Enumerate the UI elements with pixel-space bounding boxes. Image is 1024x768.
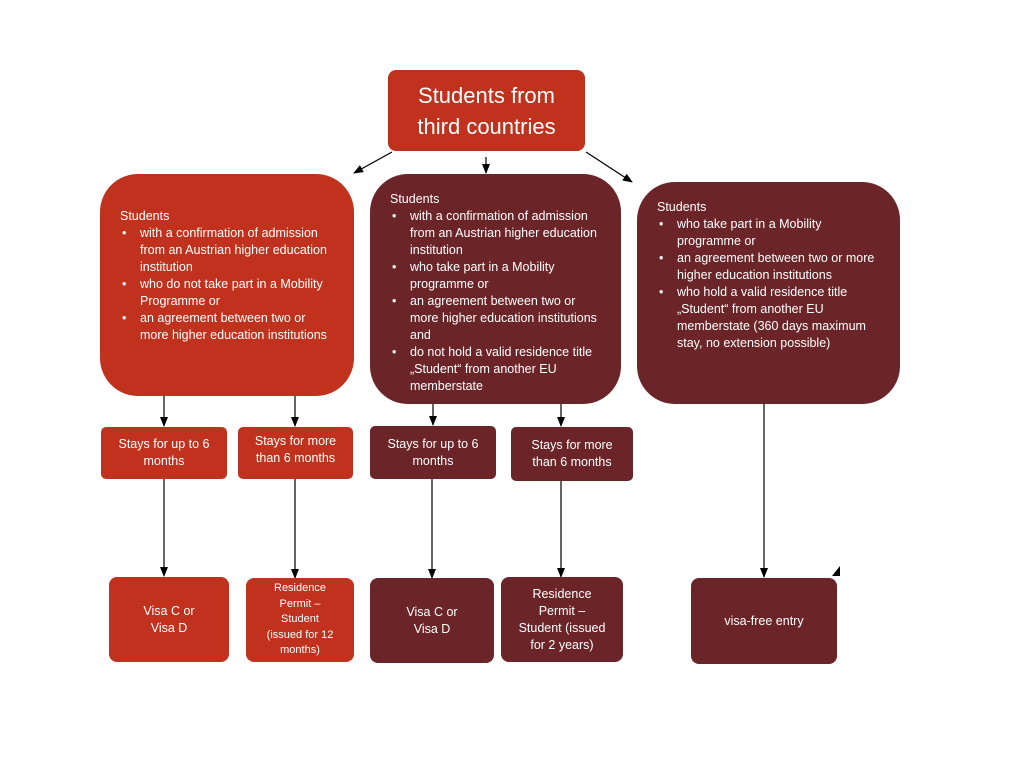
category-box-2: Students with a confirmation of admissio… (370, 174, 621, 404)
category-1-bullet-list: with a confirmation of admission from an… (120, 225, 336, 344)
category-3-bullet-list: who take part in a Mobility programme or… (657, 216, 886, 352)
arrow-root-to-category-3 (585, 151, 633, 183)
result-5-label: visa-free entry (724, 613, 804, 628)
stray-arrowhead (832, 566, 840, 576)
category-2-bullet: do not hold a valid residence title „Stu… (390, 344, 607, 395)
category-2-bullet: who take part in a Mobility programme or (390, 259, 607, 293)
category-box-3: Students who take part in a Mobility pro… (637, 182, 900, 404)
root-label: Students from third countries (417, 82, 556, 139)
stay-3-label: Stays for up to 6 months (387, 436, 479, 468)
category-1-heading: Students (120, 209, 170, 223)
arrow-root-to-category-1 (353, 151, 393, 174)
result-4-label: Residence Permit – Student (issued for 2… (518, 586, 606, 652)
result-box-2: Residence Permit – Student (issued for 1… (246, 578, 354, 662)
root-node: Students from third countries (388, 70, 585, 151)
category-2-bullet: with a confirmation of admission from an… (390, 208, 607, 259)
category-2-bullet-list: with a confirmation of admission from an… (390, 208, 607, 395)
category-3-bullet: who take part in a Mobility programme or (657, 216, 886, 250)
result-1-label: Visa C or Visa D (143, 603, 195, 635)
result-box-1: Visa C or Visa D (109, 577, 229, 662)
result-box-5: visa-free entry (691, 578, 837, 664)
category-2-heading: Students (390, 192, 440, 206)
category-1-bullet: who do not take part in a Mobility Progr… (120, 276, 336, 310)
result-box-3: Visa C or Visa D (370, 578, 494, 663)
stay-box-3: Stays for up to 6 months (370, 426, 496, 479)
stay-1-label: Stays for up to 6 months (118, 437, 210, 468)
result-3-label: Visa C or Visa D (406, 604, 458, 636)
category-3-heading: Students (657, 200, 707, 214)
stay-box-4: Stays for more than 6 months (511, 427, 633, 481)
category-3-bullet: an agreement between two or more higher … (657, 250, 886, 284)
result-box-4: Residence Permit – Student (issued for 2… (501, 577, 623, 662)
category-1-bullet: with a confirmation of admission from an… (120, 225, 336, 276)
category-2-bullet: an agreement between two or more higher … (390, 293, 607, 344)
stay-box-2: Stays for more than 6 months (238, 427, 353, 479)
stay-4-label: Stays for more than 6 months (531, 438, 613, 469)
category-1-bullet: an agreement between two or more higher … (120, 310, 336, 344)
stay-2-label: Stays for more than 6 months (254, 434, 337, 465)
result-2-label: Residence Permit – Student (issued for 1… (266, 582, 334, 657)
category-3-bullet: who hold a valid residence title „Studen… (657, 284, 886, 352)
category-box-1: Students with a confirmation of admissio… (100, 174, 354, 396)
stay-box-1: Stays for up to 6 months (101, 427, 227, 479)
